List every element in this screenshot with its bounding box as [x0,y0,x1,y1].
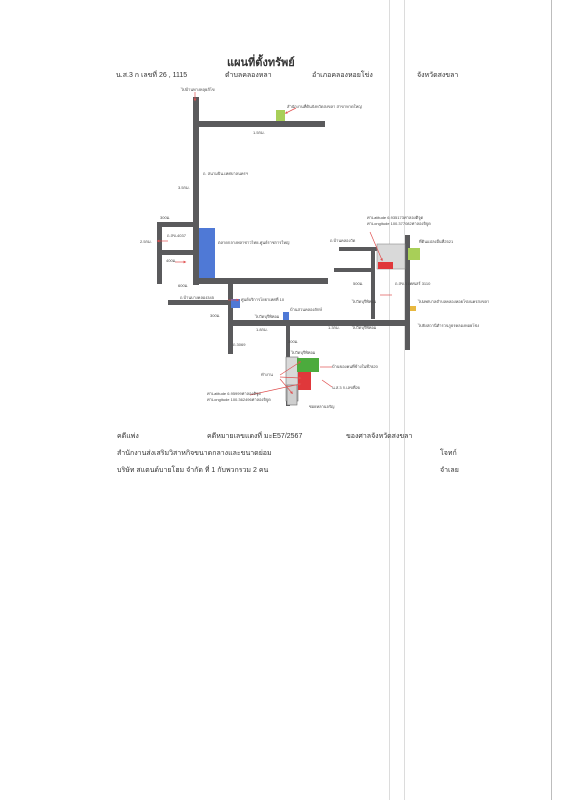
province: จังหวัดสงขลา [417,72,459,79]
land-plot-yellow [410,306,416,311]
map-label: ไปยังสถานีตำรวจภูธรคลองหอยโข่ง [418,323,480,328]
map-label: ที่ดินแปลงอื่นที่2521 [419,239,454,244]
map-label: 1.3กม. [328,325,340,330]
map-label: ถ. สนามบิน-เทศบาลนครฯ [203,171,248,176]
road-segment [168,300,234,305]
map-label: 600ม. [178,283,189,288]
pointer-arrow [279,376,302,380]
scan-line [551,0,552,800]
pointer-arrow [284,107,297,114]
deed-number: น.ส.3 ก เลขที่ 26 , 1115 [116,72,188,79]
pointer-arrow [279,361,302,376]
road-segment [157,222,197,227]
map-label: 3.5กม. [178,185,190,190]
map-label: สำนักงานที่ดินจังหวัดสงขลา สาขาหาดใหญ่ [287,104,362,109]
case-number: คดีหมายเลขแดงที่ มะE57/2567 [207,433,303,440]
land-plot-red [378,262,393,269]
road-segment [371,247,375,319]
map-label: 2.5กม. [140,239,152,244]
map-label: บ้านของคนที่ข้างในที่7820 [332,364,378,369]
map-label: 1.8กม. [256,327,268,332]
land-plot-gray [286,384,298,406]
map-label: ศูนย์บริการโยธาเทศที่ 10 [241,297,285,302]
road-segment [193,278,328,284]
map-label: ตลาดกลางพลาชาวไทย-ศูนย์ราชการใหญ่ [218,240,290,245]
pointer-arrow [249,382,302,396]
map-label: ไปวัดบุรีพิทอม [352,325,377,330]
land-plot-red-subject [298,372,311,390]
pointer-arrow [279,378,293,395]
scan-line [389,0,390,800]
map-label: ถ.สข-4037 [167,233,186,238]
map-label: 300ม. [210,313,221,318]
map-label: ถ.3069 [233,342,246,347]
scan-line [404,0,405,800]
map-label: 400ม. [166,258,177,263]
map-label: 500ม. [353,281,364,286]
map-label: 300ม. [160,215,171,220]
map-label: ไปวัดบุรีพิทอม [352,299,377,304]
land-plot-green [297,358,319,372]
land-plot-lightgreen [408,248,420,260]
map-label: ไปวัดบุรีพิทอม [255,314,280,319]
map-label: ไปวัดบุรีพิทอม [291,350,316,355]
plaintiff-role: โจทก์ [440,450,457,457]
land-plot-blue [199,228,215,278]
map-label: ค่าLongitude 100.377082ค่าลองจิจูด [367,221,431,226]
district: อำเภอคลองหอยโข่ง [312,72,373,79]
court-name: ของศาลจังหวัดสงขลา [346,433,413,440]
map-label: ไปเทศบาลตำบลคลองหอยโข่งนครสงขลา [418,299,490,304]
subdistrict: ตำบลคลองหลา [225,72,272,79]
map-label: ถ.บ้านคลองวัด [330,238,356,243]
map-label: 1.5กม. [253,130,265,135]
map-label: ถ.บ้านบางคลอง345 [180,295,214,300]
road-segment [334,268,374,272]
pointer-arrow [321,379,333,388]
map-label: ไปบ้านทางหลุยส์โข [181,87,215,92]
road-segment [193,121,325,127]
pointer-arrow [369,231,383,262]
map-label: ค่าLatitude 6.935173ค่าลองติจูด [367,215,424,220]
page-title: แผนที่ตั้งทรัพย์ [227,57,295,69]
road-segment [157,250,197,255]
road-segment [193,97,199,285]
road-segment [228,284,233,354]
defendant-role: จำเลย [440,467,459,474]
map-label: ทำงาน [261,372,273,377]
road-segment [405,235,410,350]
land-plot-blue-small [231,299,240,308]
plaintiff-name: สำนักงานส่งเสริมวิสาหกิจขนาดกลางและขนาดย… [117,450,272,457]
map-label: 300ม. [288,339,299,344]
road-segment [228,320,410,326]
case-label: คดีแพ่ง [117,433,139,440]
map-label: น.ส.3 ก.เลขที่26 [332,385,360,390]
map-label: ค่าLongitude 100.362496ค่าลองจิจูด [207,397,271,402]
map-label: บ้านสวนคลองลักษ์ [290,307,322,312]
map-label: ค่าLatitude 6.95999ค่าลองติจูด [207,391,261,396]
defendant-name: บริษัท สแตนด์บายโฮม จำกัด ที่ 1 กับพวกรว… [117,467,269,474]
land-plot-blue-small [283,312,289,320]
map-label: ซอยหลานจรัญ [309,404,335,409]
land-plot-lightgreen [276,110,285,121]
map-label: ถ.สข.ร เทศเสร์ 3110 [395,281,431,286]
